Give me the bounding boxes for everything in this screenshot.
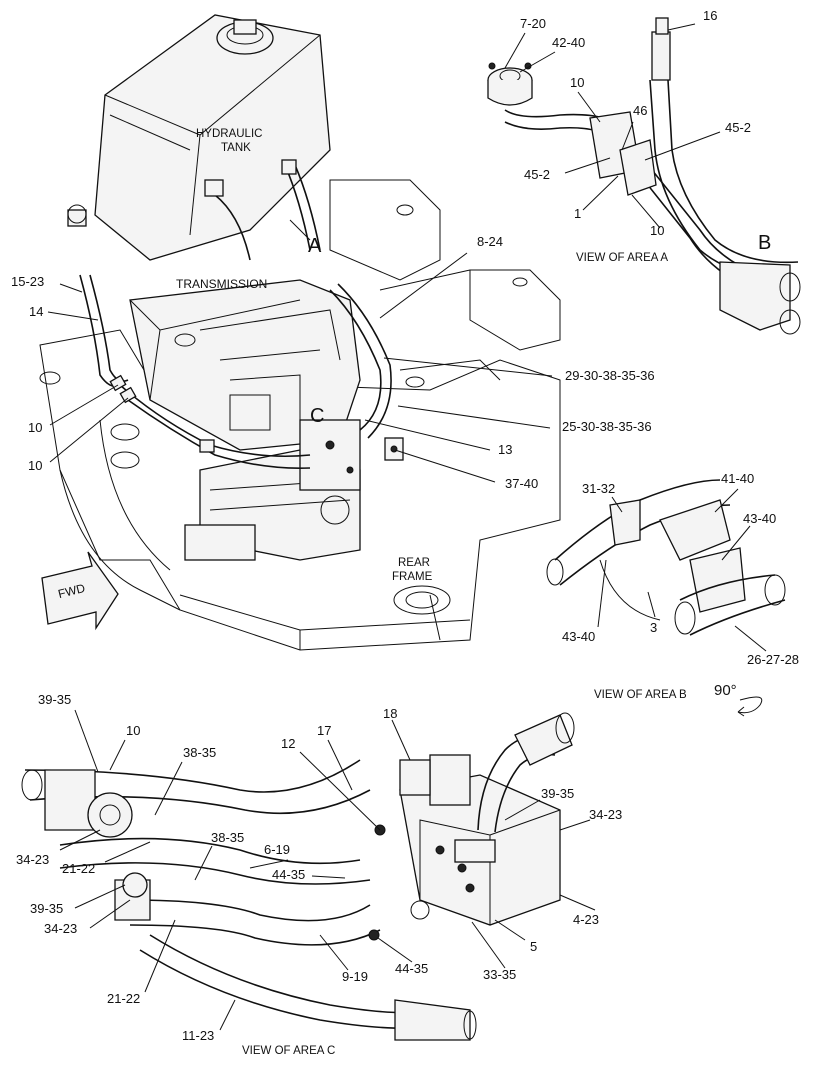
- part-label: 33-35: [483, 967, 517, 982]
- part-label: 10: [650, 223, 665, 238]
- part-label: 34-23: [589, 807, 623, 822]
- part-label: 21-22: [62, 861, 96, 876]
- part-label: 13: [498, 442, 513, 457]
- part-label: 37-40: [505, 476, 539, 491]
- rear-frame-caption: REAR: [398, 557, 430, 569]
- part-label: 45-2: [524, 167, 551, 182]
- part-label: 9-19: [342, 969, 369, 984]
- view-area-a-caption: VIEW OF AREA A: [576, 252, 669, 264]
- part-label: 16: [703, 8, 718, 23]
- part-label: 12: [281, 736, 296, 751]
- view-area-b-caption: VIEW OF AREA B: [594, 689, 687, 701]
- part-label: 1: [574, 206, 582, 221]
- part-label: 7-20: [520, 16, 547, 31]
- part-label: 17: [317, 723, 332, 738]
- part-label: 29-30-38-35-36: [565, 368, 655, 383]
- area-b-marker: B: [758, 232, 772, 254]
- part-label: 42-40: [552, 35, 586, 50]
- part-label: 10: [28, 458, 43, 473]
- part-label: 18: [383, 706, 398, 721]
- part-label: 4-23: [573, 912, 600, 927]
- part-label: 39-35: [541, 786, 575, 801]
- part-label: 39-35: [38, 692, 72, 707]
- part-label: 38-35: [211, 830, 245, 845]
- part-label: 10: [126, 723, 141, 738]
- part-label: 34-23: [44, 921, 78, 936]
- area-a-marker: A: [308, 235, 322, 257]
- part-label: 44-35: [272, 867, 306, 882]
- part-label: 21-22: [107, 991, 141, 1006]
- part-label: 10: [28, 420, 43, 435]
- part-label: 31-32: [582, 481, 616, 496]
- part-label: 11-23: [182, 1028, 215, 1043]
- part-label: 3: [650, 620, 658, 635]
- area-a-drawing: [487, 17, 801, 335]
- part-label: 8-24: [477, 234, 504, 249]
- hydraulic-tank-caption: HYDRAULIC: [196, 128, 263, 140]
- part-label: 6-19: [264, 842, 291, 857]
- rear-frame-caption-line2: FRAME: [392, 571, 433, 583]
- part-label: 26-27-28: [747, 652, 800, 667]
- main-assembly-drawing: [39, 14, 561, 651]
- fwd-arrow: [41, 551, 119, 631]
- area-c-drawing: [21, 709, 596, 1041]
- part-label: 14: [29, 304, 44, 319]
- part-label: 5: [530, 939, 538, 954]
- area-b-drawing: [546, 479, 786, 717]
- part-label: 34-23: [16, 852, 50, 867]
- part-label: 44-35: [395, 961, 429, 976]
- transmission-caption: TRANSMISSION: [176, 277, 268, 291]
- part-label: 38-35: [183, 745, 217, 760]
- part-label: 10: [570, 75, 585, 90]
- part-label: 25-30-38-35-36: [562, 419, 652, 434]
- view-area-c-caption: VIEW OF AREA C: [242, 1045, 336, 1057]
- part-label: 43-40: [562, 629, 596, 644]
- part-label: 39-35: [30, 901, 64, 916]
- view-area-b-rotation: 90°: [714, 682, 737, 699]
- area-c-marker: C: [310, 405, 325, 427]
- part-label: 41-40: [721, 471, 755, 486]
- part-label: 43-40: [743, 511, 777, 526]
- part-label: 15-23: [11, 274, 45, 289]
- part-label: 45-2: [725, 120, 752, 135]
- hydraulic-tank-caption-line2: TANK: [221, 142, 251, 154]
- part-label: 46: [633, 103, 648, 118]
